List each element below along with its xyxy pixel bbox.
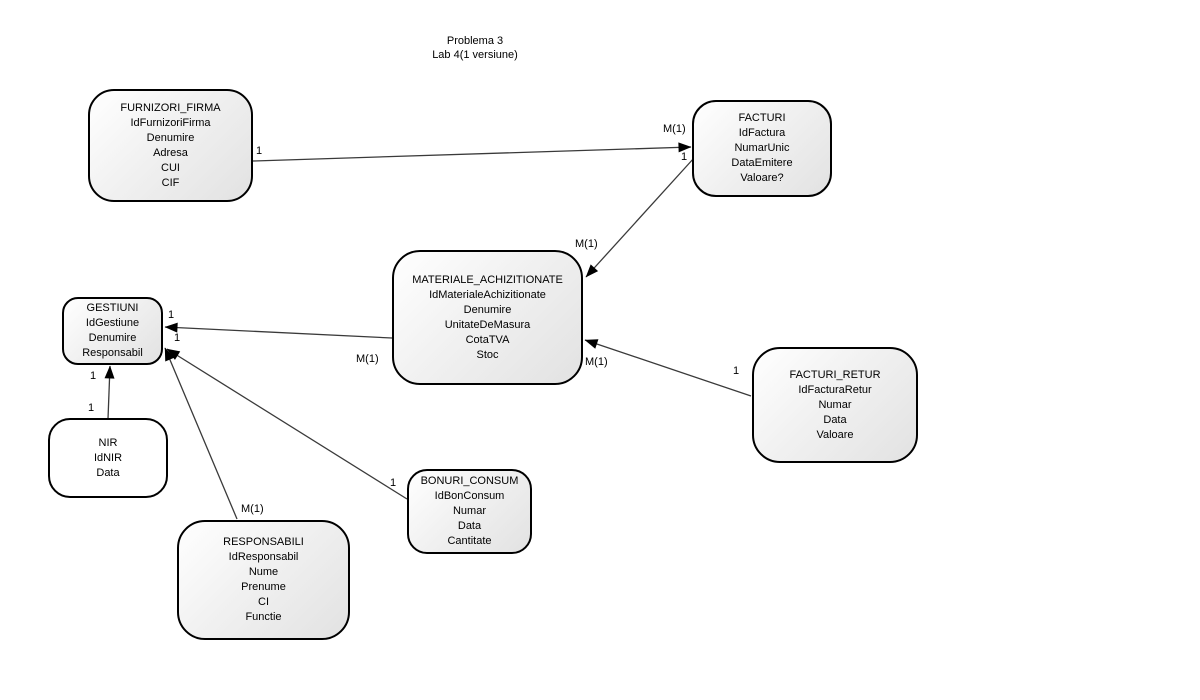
entity-attribute: DataEmitere [731,157,793,169]
cardinality-materiale-end: M(1) [585,356,608,368]
entity-attribute: IdMaterialeAchizitionate [429,288,546,301]
entity-attribute: UnitateDeMasura [444,318,531,331]
relationship-line-responsabili-gestiuni [164,347,238,520]
entity-facturi[interactable]: FACTURI IdFactura NumarUnic DataEmitere … [692,100,832,197]
cardinality-materiale-end: M(1) [575,238,598,250]
entity-furnizori-firma[interactable]: FURNIZORI_FIRMA IdFurnizoriFirma Denumir… [88,89,253,202]
entity-attribute: Stoc [476,348,499,361]
diagram-title: Problema 3 Lab 4(1 versiune) [375,34,575,62]
relationship-line-furnizori-facturi [252,142,692,162]
entity-attribute: NumarUnic [734,142,790,154]
entity-attribute: Denumire [88,332,137,344]
entity-bonuri-consum[interactable]: BONURI_CONSUM IdBonConsum Numar Data Can… [407,469,532,554]
relationship-line-facturi-materiale [585,157,695,278]
entity-title: GESTIUNI [86,302,139,314]
entity-attribute: Numar [452,505,486,517]
relationship-line-nir-gestiuni [104,365,115,420]
entity-title: FACTURI [738,112,786,124]
diagram-title-line2: Lab 4(1 versiune) [432,49,518,61]
entity-attribute: Numar [818,398,852,411]
entity-attribute: IdFurnizoriFirma [130,116,211,129]
cardinality-facturi-end: M(1) [663,123,686,135]
entity-attribute: Prenume [241,581,286,593]
entity-attribute: Cantitate [447,535,492,547]
cardinality-bonuri-end: 1 [390,477,397,489]
entity-attribute: Data [96,466,120,479]
entity-attribute: CIF [161,176,180,189]
entity-attribute: Denumire [146,131,195,144]
entity-attribute: Data [457,520,482,532]
entity-title: FURNIZORI_FIRMA [120,101,221,114]
entity-title: NIR [98,436,118,449]
cardinality-gestiuni-end: 1 [174,332,181,344]
entity-attribute: IdNIR [93,451,123,464]
cardinality-facturi-end: 1 [681,151,688,163]
entity-attribute: Responsabil [82,347,143,359]
entity-attribute: Nume [248,566,279,578]
entity-attribute: CUI [161,161,180,174]
entity-attribute: IdFactura [738,127,786,139]
entity-attribute: CotaTVA [465,333,510,346]
entity-attribute: Denumire [463,303,512,316]
entity-attribute: IdGestiune [85,317,140,329]
entity-materiale-achizitionate[interactable]: MATERIALE_ACHIZITIONATE IdMaterialeAchiz… [392,250,583,385]
entity-attribute: CI [258,596,269,608]
entity-attribute: IdFacturaRetur [798,383,872,396]
entity-responsabili[interactable]: RESPONSABILI IdResponsabil Nume Prenume … [177,520,350,640]
cardinality-gestiuni-end: 1 [168,309,175,321]
cardinality-gestiuni-end: 1 [90,370,97,382]
cardinality-responsabili-end: M(1) [241,503,264,515]
entity-title: BONURI_CONSUM [420,475,519,487]
entity-attribute: IdBonConsum [434,490,505,502]
diagram-title-line1: Problema 3 [446,35,504,47]
cardinality-furnizori-end: 1 [256,145,263,157]
entity-nir[interactable]: NIR IdNIR Data [48,418,168,498]
entity-attribute: Valoare [816,428,854,441]
entity-attribute: Data [823,413,847,426]
entity-attribute: Adresa [153,146,188,159]
relationship-line-facturiretur-materiale [584,339,752,397]
entity-gestiuni[interactable]: GESTIUNI IdGestiune Denumire Responsabil [62,297,163,365]
entity-title: FACTURI_RETUR [789,368,881,381]
relationship-line-materiale-gestiuni [164,322,393,339]
entity-facturi-retur[interactable]: FACTURI_RETUR IdFacturaRetur Numar Data … [752,347,918,463]
cardinality-nir-end: 1 [88,402,95,414]
cardinality-materiale-end: M(1) [356,353,379,365]
entity-attribute: Functie [245,611,282,623]
entity-title: RESPONSABILI [223,536,304,548]
entity-attribute: IdResponsabil [228,551,299,563]
entity-attribute: Valoare? [740,172,784,184]
relationship-line-bonuri-gestiuni [166,348,408,500]
entity-title: MATERIALE_ACHIZITIONATE [412,273,563,286]
cardinality-facturiretur-end: 1 [733,365,740,377]
